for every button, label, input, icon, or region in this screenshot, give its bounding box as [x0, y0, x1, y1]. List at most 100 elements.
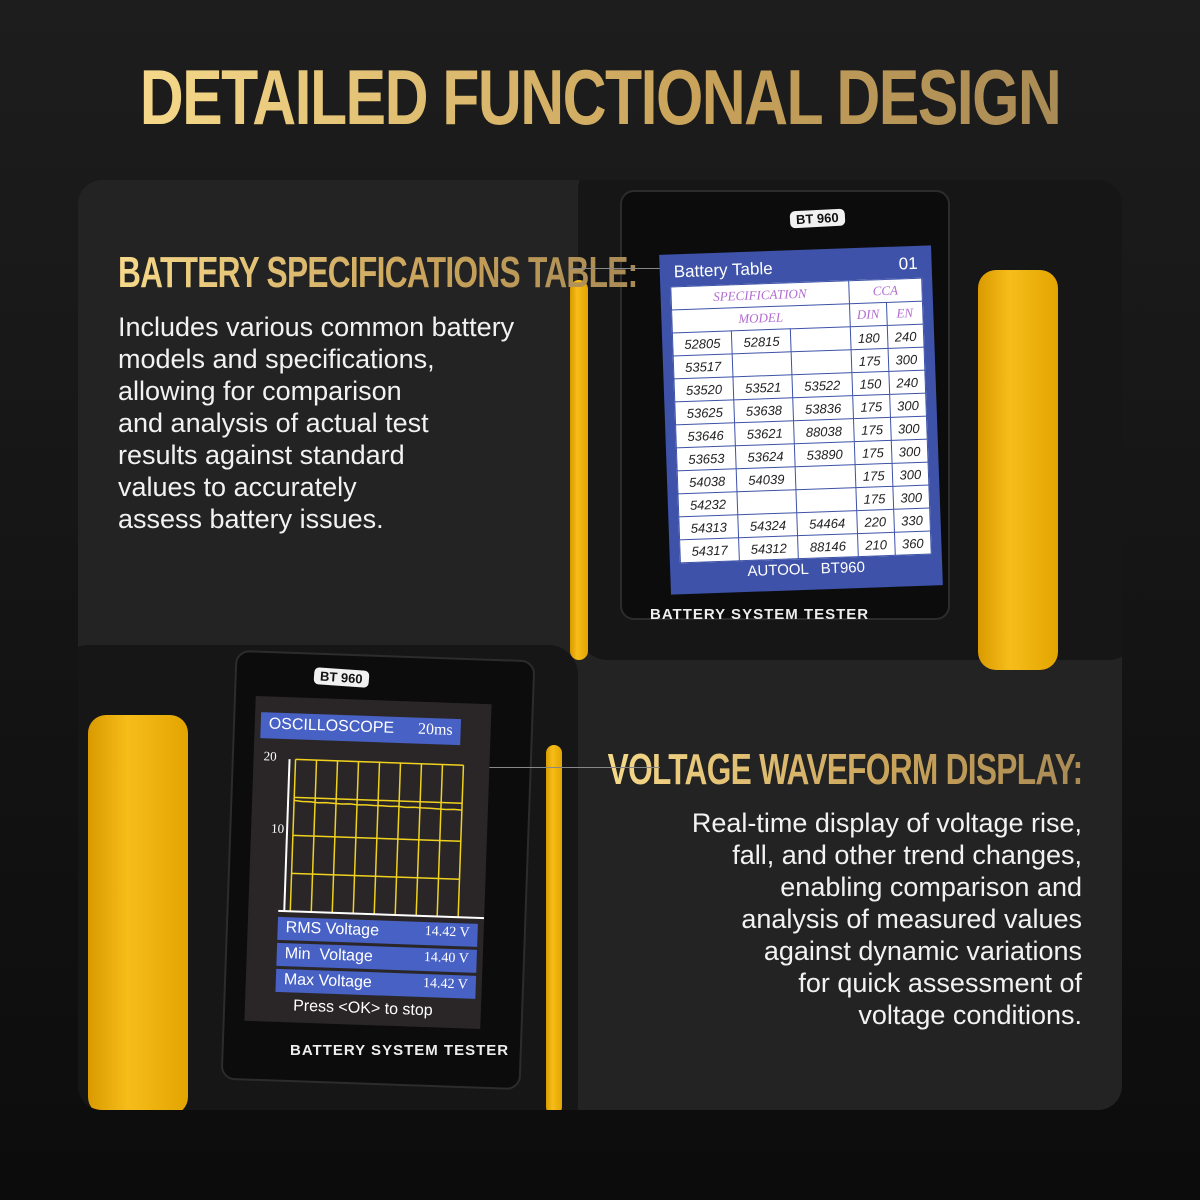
yellow-grip — [546, 745, 562, 1110]
en-cell: 330 — [893, 508, 931, 533]
body-line: Real-time display of voltage rise, — [691, 808, 1082, 838]
en-cell: 360 — [894, 531, 932, 556]
model-cell: 54312 — [738, 535, 799, 561]
din-cell: 175 — [850, 348, 889, 373]
body-line: values to accurately — [118, 472, 357, 502]
oscilloscope-title: OSCILLOSCOPE — [268, 715, 395, 737]
model-cell: 54038 — [677, 468, 738, 494]
device-label: BATTERY SYSTEM TESTER — [290, 1042, 510, 1059]
device-label: BATTERY SYSTEM TESTER — [650, 606, 870, 623]
model-cell: 53621 — [734, 420, 795, 446]
model-cell: 53638 — [733, 397, 794, 423]
model-cell: 53646 — [675, 422, 736, 448]
page-title: DETAILED FUNCTIONAL DESIGN — [132, 52, 1068, 143]
reading-value: 14.42 V — [422, 975, 469, 993]
body-line: against dynamic variations — [763, 936, 1082, 966]
reading-label: RMS Voltage — [285, 919, 380, 940]
model-cell: 88146 — [797, 533, 858, 559]
reading-value: 14.42 V — [424, 924, 470, 941]
voltage-reading: Max Voltage 14.42 V — [275, 968, 477, 999]
body-line: fall, and other trend changes, — [732, 840, 1082, 870]
reading-label: Max Voltage — [283, 971, 373, 992]
body-line: results against standard — [118, 440, 405, 470]
grid-line — [292, 834, 461, 842]
model-cell: 54464 — [797, 510, 858, 536]
yellow-grip — [978, 270, 1058, 670]
model-cell: 53522 — [792, 372, 853, 398]
model-cell — [795, 464, 856, 490]
model-cell: 54317 — [679, 537, 740, 563]
body-line: allowing for comparison — [118, 376, 402, 406]
body-line: enabling comparison and — [780, 872, 1082, 902]
leader-line — [450, 767, 660, 768]
en-cell: 240 — [887, 324, 925, 349]
en-cell: 300 — [891, 462, 929, 487]
body-line: and analysis of actual test — [118, 408, 429, 438]
model-cell: 52815 — [731, 328, 792, 354]
voltage-waveform — [294, 799, 462, 811]
model-cell — [737, 489, 798, 515]
model-badge: BT 960 — [789, 208, 846, 229]
grid-line — [295, 758, 464, 767]
en-cell: 300 — [887, 347, 925, 372]
din-cell: 220 — [856, 509, 895, 534]
stop-hint: Press <OK> to stop — [292, 997, 433, 1020]
section2-heading: VOLTAGE WAVEFORM DISPLAY: — [607, 745, 1083, 794]
din-cell: 210 — [857, 532, 896, 557]
model-cell: 53521 — [733, 374, 794, 400]
model-cell: 53624 — [735, 443, 796, 469]
model-cell: 53517 — [673, 353, 734, 379]
model-cell — [796, 487, 857, 513]
timebase: 20ms — [417, 720, 453, 739]
body-line: for quick assessment of — [798, 968, 1082, 998]
battery-table-page: 01 — [898, 253, 918, 274]
body-line: models and specifications, — [118, 344, 435, 374]
body-line: analysis of measured values — [741, 904, 1082, 934]
voltage-reading: Min Voltage 14.40 V — [276, 942, 478, 973]
feature-card: BT 960 BATTERY SYSTEM TESTER BT 960 BATT… — [78, 180, 1122, 1110]
din-cell: 175 — [852, 394, 891, 419]
en-cell: 240 — [888, 370, 926, 395]
reading-label: Min Voltage — [284, 945, 374, 966]
din-cell: 175 — [853, 440, 892, 465]
yellow-grip — [88, 715, 188, 1110]
section1-heading: BATTERY SPECIFICATIONS TABLE: — [118, 248, 638, 297]
model-cell: 53625 — [674, 399, 735, 425]
model-cell: 53890 — [794, 441, 855, 467]
model-cell — [732, 351, 793, 377]
model-cell: 54324 — [737, 512, 798, 538]
grid-line — [291, 872, 460, 880]
din-cell: 175 — [854, 463, 893, 488]
din-cell: 175 — [855, 486, 894, 511]
model-cell — [791, 349, 852, 375]
waveform-plot — [278, 758, 485, 920]
grid-line — [294, 796, 463, 804]
x-axis — [278, 909, 485, 920]
model-cell: 54039 — [736, 466, 797, 492]
model-cell — [790, 326, 851, 352]
yellow-grip — [570, 280, 588, 660]
body-line: assess battery issues. — [118, 504, 384, 534]
battery-table-title: Battery Table — [673, 258, 773, 282]
cca-header: CCA — [848, 278, 923, 304]
y-axis — [283, 759, 291, 912]
en-header: EN — [886, 301, 924, 326]
din-cell: 175 — [853, 417, 892, 442]
din-cell: 180 — [849, 325, 888, 350]
model-cell: 88038 — [793, 418, 854, 444]
en-cell: 300 — [889, 393, 927, 418]
en-cell: 300 — [892, 485, 930, 510]
din-cell: 150 — [851, 371, 890, 396]
model-cell: 54232 — [678, 491, 738, 517]
reading-value: 14.40 V — [423, 950, 469, 967]
din-header: DIN — [849, 302, 888, 327]
model-cell: 52805 — [672, 330, 733, 356]
model-cell: 53520 — [673, 376, 734, 402]
oscilloscope-header: OSCILLOSCOPE 20ms — [260, 712, 462, 746]
section2-body: Real-time display of voltage rise,fall, … — [692, 807, 1082, 1031]
body-line: voltage conditions. — [858, 1000, 1082, 1030]
